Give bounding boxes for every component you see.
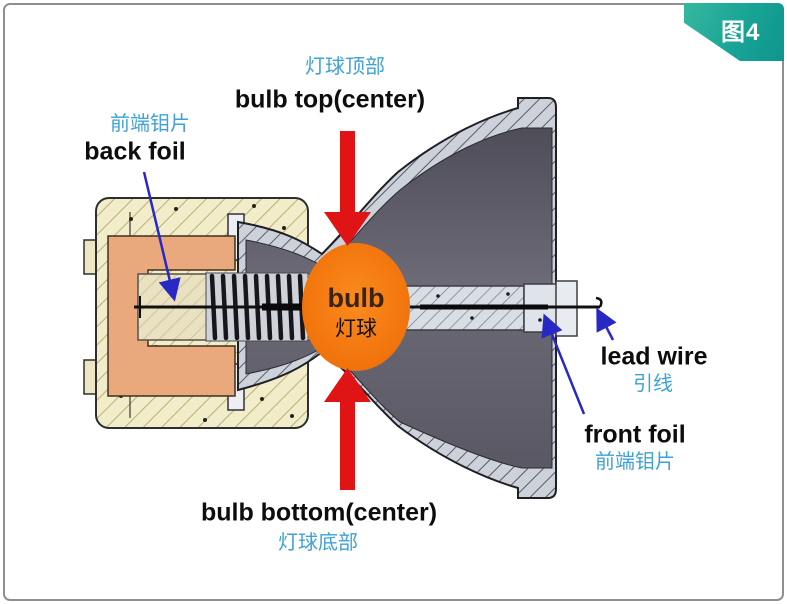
blue-arrow-lead-wire bbox=[596, 307, 617, 341]
label-bulb-zh: 灯球 bbox=[335, 317, 377, 341]
label-bulb-top-zh: 灯球顶部 bbox=[305, 56, 385, 78]
bulb-shape bbox=[302, 243, 410, 371]
label-front-foil-zh: 前端钼片 bbox=[595, 451, 675, 473]
blue-arrow-front-foil bbox=[541, 313, 586, 415]
label-bulb-top-en: bulb top(center) bbox=[234, 85, 426, 114]
red-arrow-bulb-top bbox=[324, 131, 371, 246]
label-bulb-en: bulb bbox=[327, 283, 385, 314]
label-bulb-bottom-en: bulb bottom(center) bbox=[200, 498, 438, 527]
label-back-foil-zh: 前端钼片 bbox=[110, 113, 190, 135]
red-arrow-bulb-bottom bbox=[324, 368, 371, 490]
wire-end-hook bbox=[595, 296, 603, 308]
label-bulb-bottom-zh: 灯球底部 bbox=[278, 532, 358, 554]
label-back-foil-en: back foil bbox=[84, 137, 186, 166]
label-front-foil-en: front foil bbox=[584, 420, 686, 449]
blue-arrows bbox=[142, 171, 617, 415]
red-arrows bbox=[324, 131, 371, 490]
figure-number-text: 图4 bbox=[721, 19, 761, 46]
label-lead-wire-en: lead wire bbox=[600, 342, 708, 371]
label-lead-wire-zh: 引线 bbox=[633, 373, 673, 395]
blue-arrow-back-foil bbox=[142, 171, 181, 302]
